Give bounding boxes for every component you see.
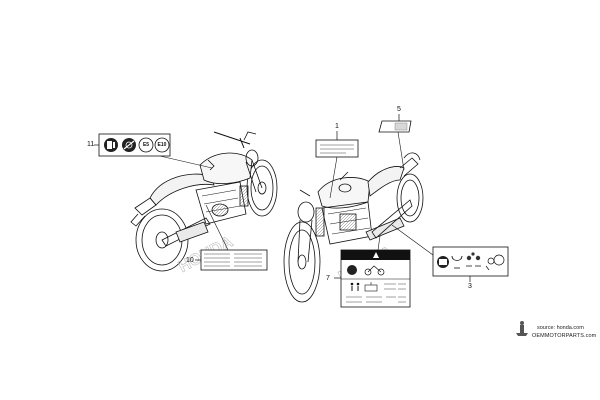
load-weight-icon [364,282,378,292]
motorcycle-pictogram-icon [364,265,385,276]
manual-read-icon [347,265,357,275]
motorcycle-load-icon [466,252,481,267]
e10-badge-icon [154,137,170,153]
label-3[interactable] [432,246,509,277]
callout-7: 7 [326,275,330,282]
watermark-brand[interactable]: OEMMOTORPARTS.com [532,333,597,339]
tire-pressure-icon [451,255,463,269]
label-7[interactable] [340,249,411,308]
watermark-source: source: honda.com [537,325,584,331]
chain-adjust-icon [485,254,505,271]
e10-badge-text: E10 [157,142,167,148]
callout-1: 1 [335,123,339,130]
label-10[interactable] [200,249,268,271]
label-1[interactable] [315,139,359,158]
unleaded-fuel-icon [122,138,136,152]
callout-3: 3 [468,283,472,290]
rider-passenger-icon [350,282,360,291]
callout-11: 11 [87,141,95,148]
label-5[interactable] [378,120,412,133]
callout-10: 10 [186,257,194,264]
warning-triangle-icon [373,252,379,258]
fuel-pump-icon [104,138,118,152]
e5-badge-text: E5 [142,142,150,148]
e5-badge-icon [138,137,154,153]
label-11[interactable] [98,133,171,157]
oemmotorparts-mascot-icon [516,321,528,336]
callout-5: 5 [397,106,401,113]
